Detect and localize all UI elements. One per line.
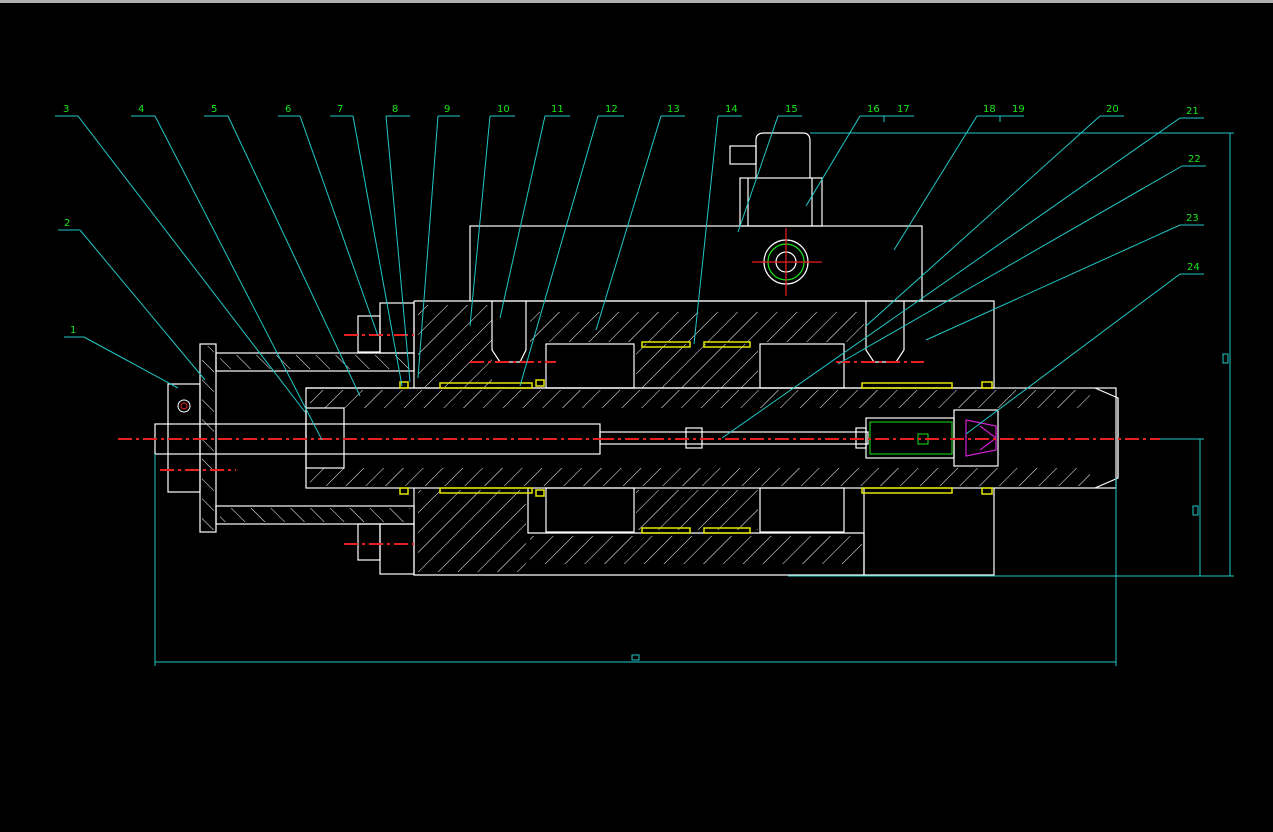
leader-line-21 — [721, 117, 1181, 439]
part-number-14: 14 — [725, 104, 738, 115]
leader-line-12 — [519, 115, 599, 387]
hatch-regions — [202, 305, 1090, 572]
part-number-12: 12 — [605, 104, 618, 115]
part-number-8: 8 — [392, 104, 398, 115]
solenoid-plug — [729, 145, 757, 165]
part-number-20: 20 — [1106, 104, 1119, 115]
pin-circle — [177, 399, 191, 413]
part-number-15: 15 — [785, 104, 798, 115]
leader-line-6 — [299, 115, 379, 337]
part-number-17: 17 — [897, 104, 910, 115]
part-number-4: 4 — [138, 104, 144, 115]
solenoid-body — [739, 177, 823, 227]
part-number-9: 9 — [444, 104, 450, 115]
leader-line-20 — [865, 115, 1101, 327]
leader-line-24 — [965, 273, 1181, 435]
part-number-11: 11 — [551, 104, 564, 115]
part-number-7: 7 — [337, 104, 343, 115]
part-number-18: 18 — [983, 104, 996, 115]
port-circle — [752, 228, 822, 296]
leader-line-3 — [77, 115, 306, 413]
leader-line-9 — [417, 115, 439, 379]
leader-line-22 — [837, 165, 1183, 365]
leader-line-1 — [83, 336, 179, 389]
part-number-1: 1 — [70, 325, 76, 336]
part-number-10: 10 — [497, 104, 510, 115]
leader-line-7 — [352, 115, 403, 387]
leader-line-16 — [805, 115, 861, 207]
part-number-22: 22 — [1188, 154, 1201, 165]
centerlines — [118, 334, 1160, 545]
nut-top — [379, 302, 415, 354]
part-number-21: 21 — [1186, 106, 1199, 117]
leader-line-11 — [499, 115, 546, 319]
leader-line-4 — [154, 115, 323, 441]
leader-line-13 — [595, 115, 662, 331]
leader-line-10 — [469, 115, 491, 327]
part-number-3: 3 — [63, 104, 69, 115]
leader-lines — [55, 115, 1206, 441]
part-number-23: 23 — [1186, 213, 1199, 224]
valve-block — [469, 225, 923, 302]
nut-bottom — [379, 523, 415, 575]
part-number-19: 19 — [1012, 104, 1025, 115]
leader-line-23 — [925, 224, 1181, 341]
dimension-lines — [154, 132, 1234, 666]
leader-line-5 — [227, 115, 361, 397]
part-number-16: 16 — [867, 104, 880, 115]
part-number-24: 24 — [1187, 262, 1200, 273]
solenoid-cap — [755, 132, 811, 178]
dimension-texts: □ □ □ — [631, 353, 1229, 661]
leader-line-8 — [385, 115, 411, 383]
part-number-13: 13 — [667, 104, 680, 115]
leader-line-2 — [79, 229, 206, 381]
leader-line-15 — [737, 115, 779, 233]
part-number-5: 5 — [211, 104, 217, 115]
seals — [399, 341, 993, 534]
part-number-6: 6 — [285, 104, 291, 115]
part-number-2: 2 — [64, 218, 70, 229]
leader-line-18 — [893, 115, 978, 251]
leader-line-14 — [693, 115, 719, 345]
top-border — [0, 0, 1273, 3]
